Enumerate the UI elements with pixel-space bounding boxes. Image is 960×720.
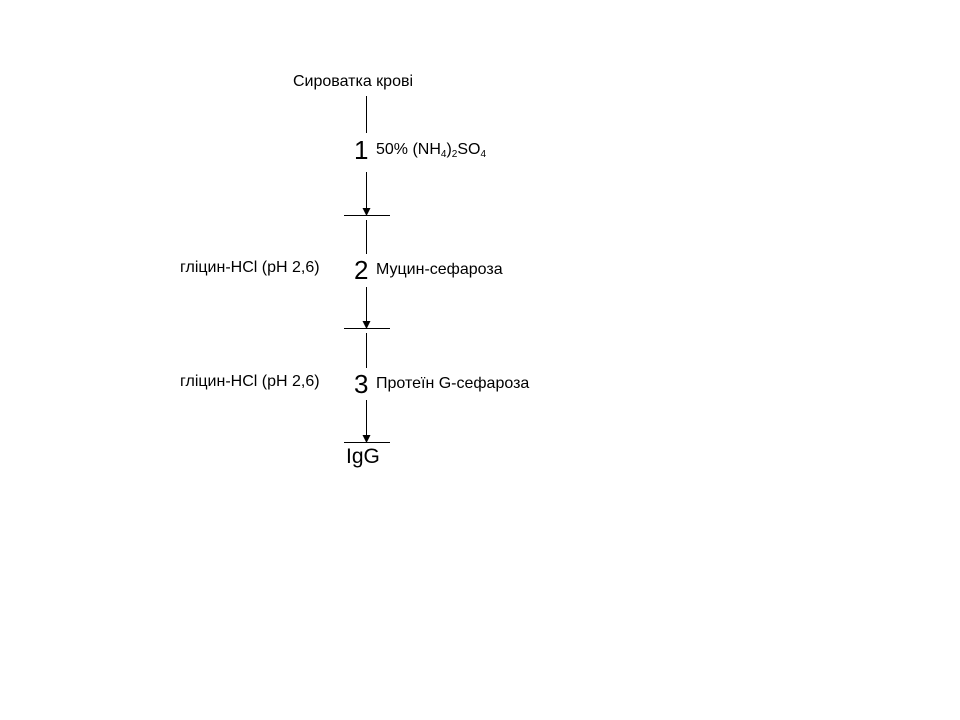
arrowhead xyxy=(362,321,371,329)
reagent-subscript-count: 2 xyxy=(451,149,458,160)
eluent-label-2: гліцин-HCl (pH 2,6) xyxy=(180,259,320,276)
step-number-1: 1 xyxy=(354,135,369,165)
source-label: Сироватка крові xyxy=(293,73,414,90)
product-label: IgG xyxy=(346,445,380,468)
eluent-label-3: гліцин-HCl (pH 2,6) xyxy=(180,373,320,390)
step-number-3: 3 xyxy=(354,369,369,399)
arrowhead xyxy=(362,435,371,443)
precipitation-reagent: 50% (NH4)2SO4 xyxy=(376,142,486,160)
reagent-paren: ) xyxy=(446,141,452,158)
reagent-suffix: SO xyxy=(457,141,481,158)
reagent-prefix: 50% (NH xyxy=(376,141,441,158)
reagent-subscript-ammonium: 4 xyxy=(440,149,447,160)
step-label-3: Протеїн G-сефароза xyxy=(376,375,530,392)
arrowhead xyxy=(362,208,371,216)
step-number-2: 2 xyxy=(354,255,369,285)
step-label-2: Муцин-сефароза xyxy=(376,261,503,278)
reagent-subscript-sulfate: 4 xyxy=(480,149,487,160)
